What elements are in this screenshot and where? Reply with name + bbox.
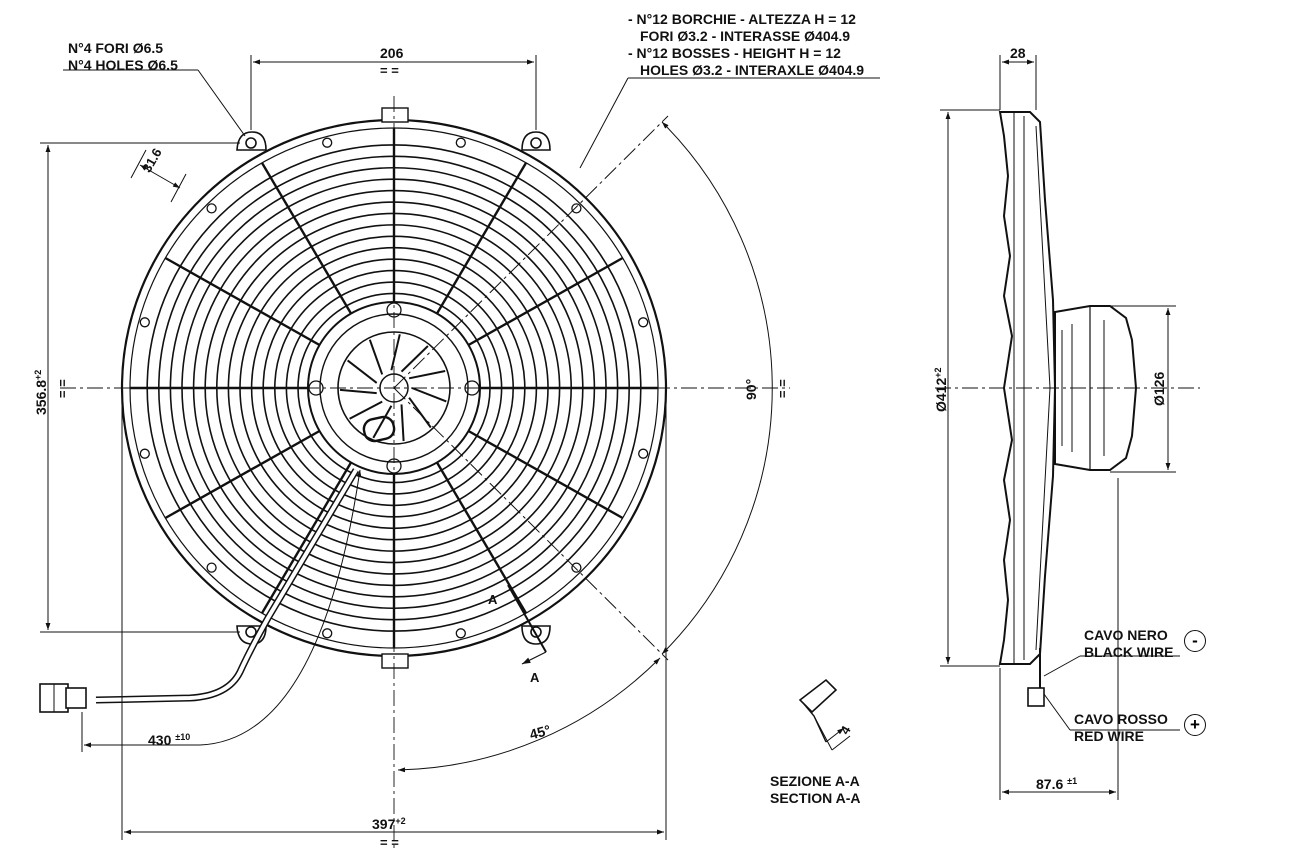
side-dimensions <box>940 55 1176 800</box>
boss <box>139 448 150 459</box>
dim-depth-value: 87.6 <box>1036 776 1064 792</box>
hub-blade <box>372 405 393 439</box>
hub-blade <box>368 339 384 375</box>
hub-blade <box>411 387 447 403</box>
front-dimensions <box>40 55 880 840</box>
black-wire-it: CAVO NERO <box>1084 627 1168 643</box>
hub-blades <box>339 334 447 442</box>
centerline-mark-bottom: = = <box>380 835 399 850</box>
hub-blade <box>408 397 432 429</box>
boss <box>638 448 649 459</box>
bosses-note-it-2: FORI Ø3.2 - INTERASSE Ø404.9 <box>640 28 851 44</box>
side-view <box>998 111 1180 731</box>
section-detail <box>798 678 851 751</box>
dim-cable-value: 430 <box>148 732 172 748</box>
dim-width-tol: +2 <box>395 816 406 826</box>
boss <box>322 628 333 639</box>
boss <box>571 203 582 214</box>
dim-side-diameter-tol: +2 <box>933 367 943 378</box>
dim-width: 397+2 <box>372 816 406 832</box>
dim-width-value: 397 <box>372 816 396 832</box>
dim-side-diameter-value: Ø412 <box>933 377 949 412</box>
dim-depth-tol: ±1 <box>1067 776 1078 786</box>
dim-side-thickness: 28 <box>1010 45 1026 61</box>
centerline-mark-top: = = <box>380 63 399 78</box>
grille-spoke <box>467 429 624 520</box>
dim-depth: 87.6 ±1 <box>1036 776 1078 792</box>
dim-height-tol: +2 <box>33 369 43 380</box>
dim-side-diameter: Ø412+2 <box>933 367 949 412</box>
dim-cable-tol: ±10 <box>175 732 191 742</box>
centerline-mark-left: = = <box>55 379 70 398</box>
boss <box>455 137 466 148</box>
side-motor <box>1054 305 1138 471</box>
bosses-note-en-2: HOLES Ø3.2 - INTERAXLE Ø404.9 <box>640 62 865 78</box>
hub-blade <box>346 359 378 384</box>
minus-symbol-icon: - <box>1184 630 1206 652</box>
black-wire-en: BLACK WIRE <box>1084 644 1174 660</box>
boss <box>455 628 466 639</box>
section-marker-a2: A <box>530 670 540 685</box>
centerline-mark-right: = = <box>775 379 790 398</box>
dim-angle-large: 90° <box>743 378 759 400</box>
dim-height: 356.8+2 <box>33 369 49 415</box>
hub-blade <box>400 345 429 373</box>
hub-blade <box>349 400 383 420</box>
boss <box>638 317 649 328</box>
section-title-en: SECTION A-A <box>770 790 861 806</box>
red-wire-it: CAVO ROSSO <box>1074 711 1168 727</box>
plus-symbol-icon: + <box>1184 714 1206 736</box>
section-title-it: SEZIONE A-A <box>770 773 860 789</box>
section-marker-a1: A <box>488 592 498 607</box>
hub-blade <box>408 370 446 380</box>
dim-motor-diameter: Ø126 <box>1151 371 1167 406</box>
dim-cable-length: 430 ±10 <box>148 732 191 748</box>
hub-blade <box>390 334 401 371</box>
holes-note-en: N°4 HOLES Ø6.5 <box>68 57 178 73</box>
hub-blade <box>400 404 405 442</box>
grille-spoke <box>260 162 353 315</box>
bosses-note-it-1: - N°12 BORCHIE - ALTEZZA H = 12 <box>628 11 856 27</box>
side-shroud <box>998 111 1057 665</box>
grille-spoke <box>164 256 321 347</box>
grille-spoke <box>435 461 528 614</box>
boss <box>206 562 217 573</box>
bosses-note-en-1: - N°12 BOSSES - HEIGHT H = 12 <box>628 45 841 61</box>
boss <box>571 562 582 573</box>
boss <box>139 317 150 328</box>
grille-spoke <box>435 162 528 315</box>
dim-top-width: 206 <box>380 45 404 61</box>
dim-height-value: 356.8 <box>33 379 49 415</box>
hub-blade <box>339 388 377 395</box>
grille-spoke <box>467 256 624 347</box>
holes-note-it: N°4 FORI Ø6.5 <box>68 40 164 56</box>
red-wire-en: RED WIRE <box>1074 728 1144 744</box>
boss <box>206 203 217 214</box>
boss <box>322 137 333 148</box>
